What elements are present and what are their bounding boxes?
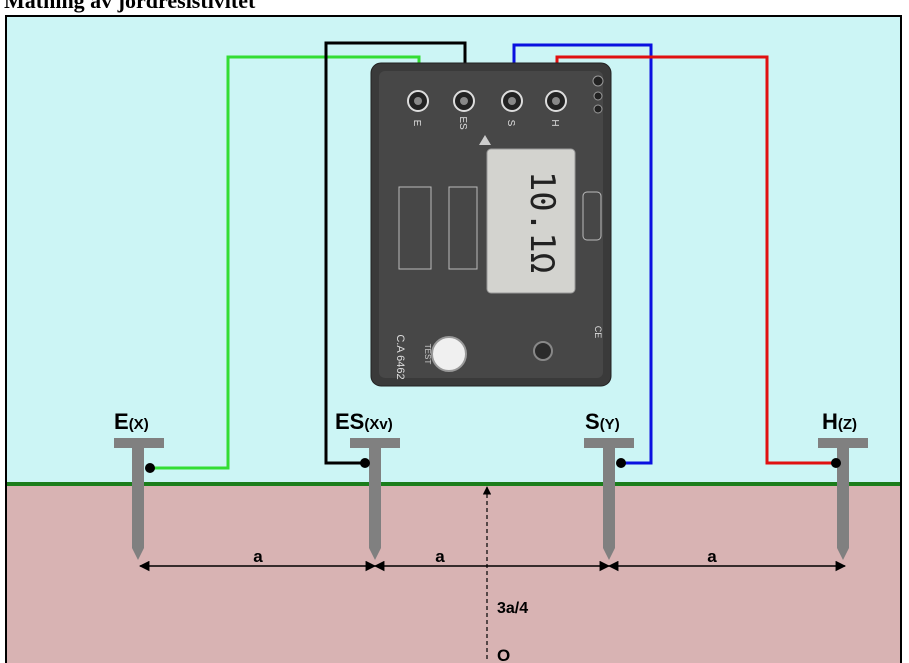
info-panel-middle <box>448 186 478 270</box>
spacing-label-3: a <box>707 547 717 566</box>
electrode-es <box>350 438 400 560</box>
depth-label: 3a/4 <box>497 600 528 617</box>
terminal-label-e: E <box>411 120 422 127</box>
svg-text:S(Y): S(Y) <box>585 409 620 434</box>
ground-surface-line <box>7 482 900 486</box>
terminal-label-es: ES <box>457 116 468 130</box>
ground-screw-icon <box>592 75 604 114</box>
electrode-code-s: (Y) <box>600 416 620 433</box>
lcd-display <box>486 148 576 294</box>
wire-s-blue <box>512 43 653 465</box>
terminal-label-s: S <box>505 120 516 127</box>
electrode-h <box>818 438 868 560</box>
terminal-e <box>407 90 429 112</box>
terminal-s <box>501 90 523 112</box>
diagram-frame: E ES S H 10.1Ω C.A 6462 TEST CE <box>5 15 902 663</box>
wire-es-black <box>324 41 467 465</box>
electrode-label-e: E <box>114 409 129 434</box>
svg-text:ES(Xv): ES(Xv) <box>335 409 393 434</box>
spacing-label-2: a <box>435 547 445 566</box>
origin-label: O <box>497 646 510 663</box>
electrode-label-s: S <box>585 409 600 434</box>
ground <box>7 485 900 663</box>
page-title: Mätning av jordresistivitet <box>4 0 256 13</box>
range-indicator <box>582 191 602 241</box>
terminal-label-h: H <box>549 119 560 126</box>
electrode-s <box>584 438 634 560</box>
electrode-code-es: (Xv) <box>364 416 392 433</box>
earth-tester-instrument: E ES S H 10.1Ω C.A 6462 TEST CE <box>370 62 612 387</box>
electrode-code-e: (X) <box>129 416 149 433</box>
electrode-e <box>114 438 164 560</box>
svg-text:E(X): E(X) <box>114 409 149 434</box>
test-button-label: TEST <box>423 344 432 365</box>
ce-mark-icon: CE <box>593 326 603 339</box>
electrode-code-h: (Z) <box>838 416 857 433</box>
measurement-scene: E ES S H 10.1Ω C.A 6462 TEST CE <box>114 41 868 663</box>
instrument-model: C.A 6462 <box>394 334 406 379</box>
electrode-label-es: ES <box>335 409 364 434</box>
calibration-knob[interactable] <box>533 341 553 361</box>
terminal-es <box>453 90 475 112</box>
electrode-label-h: H <box>822 409 838 434</box>
svg-text:H(Z): H(Z) <box>822 409 857 434</box>
lcd-reading: 10.1Ω <box>522 171 562 273</box>
info-panel-left <box>398 186 432 270</box>
terminal-h <box>545 90 567 112</box>
spacing-label-1: a <box>253 547 263 566</box>
test-button[interactable] <box>431 336 467 372</box>
warning-triangle-icon <box>479 135 491 145</box>
